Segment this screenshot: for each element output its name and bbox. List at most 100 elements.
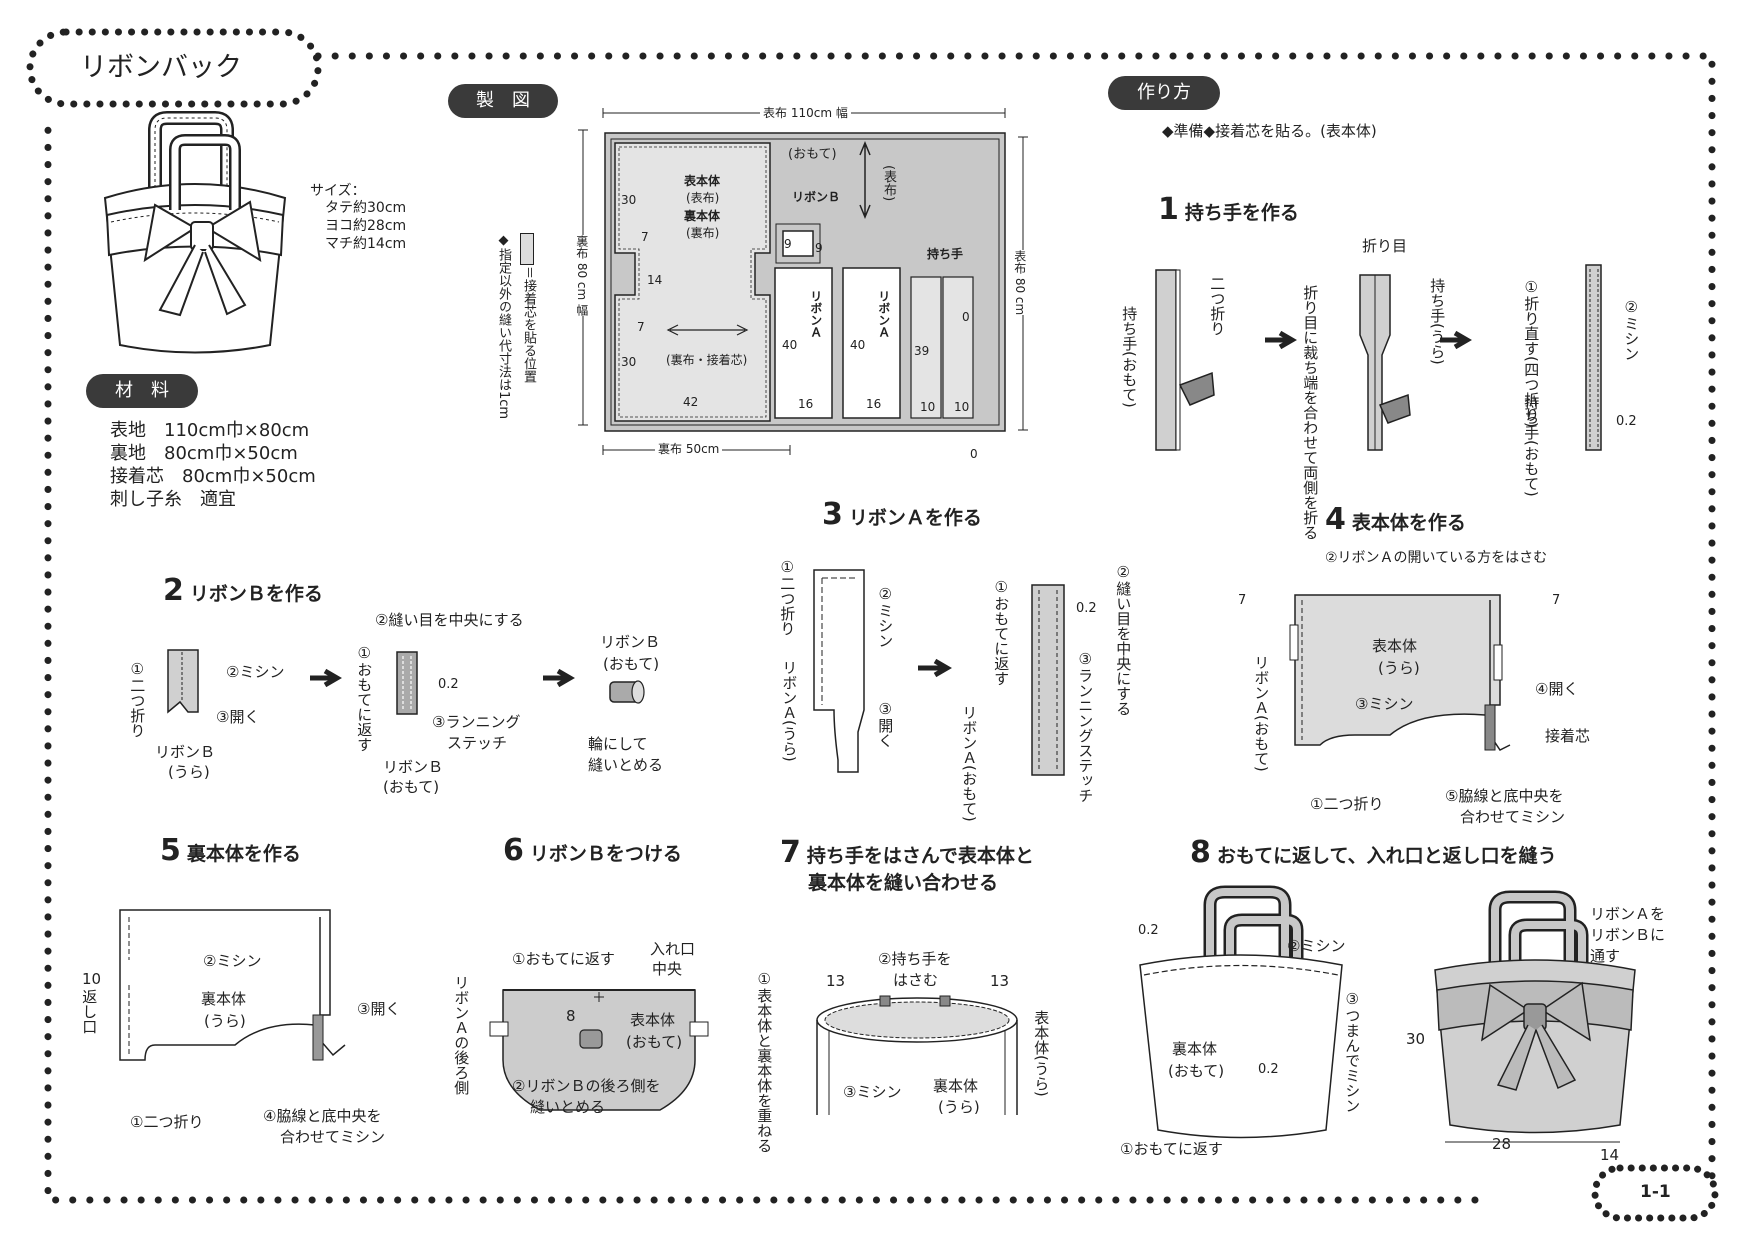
dim-0-top: 0: [962, 310, 970, 324]
step-4-fold-half: ①二つ折り: [1310, 795, 1384, 813]
step-2-front-2: (おもて): [603, 655, 660, 673]
step-1-handle-front-2: 持ち手(おもて): [1522, 395, 1541, 497]
dim-10-left: 10: [920, 400, 936, 414]
body-label-lining: 裏本体: [684, 209, 721, 223]
step-3-margin: 0.2: [1076, 601, 1097, 616]
step-5-sew: 合わせてミシン: [280, 1128, 386, 1146]
dim-9-inner: 9: [815, 241, 823, 255]
step-8-margin-side: 0.2: [1258, 1062, 1279, 1077]
step-3-running-stitch: ③ランニングステッチ: [1076, 650, 1095, 803]
step-7-illustration: [816, 995, 1018, 1115]
step-5-illustration: [119, 909, 346, 1061]
step-8-illustration: [1139, 885, 1636, 1143]
step-8-turn-out: ①おもてに返す: [1120, 1140, 1223, 1158]
step-4-back: (うら): [1378, 659, 1420, 677]
step-8-gusset: 14: [1600, 1146, 1620, 1164]
step-7-stitch: ③ミシン: [843, 1083, 902, 1101]
step-2-turn-out: ①おもてに返す: [355, 644, 374, 752]
step-3-fold-half: ①二つ折り: [778, 558, 797, 636]
step-5-open: ③開く: [357, 1000, 401, 1018]
step-5-fold-half: ①二つ折り: [130, 1113, 204, 1131]
step-2-running-stitch: ステッチ: [447, 734, 508, 752]
pattern-grain: (表布): [880, 165, 896, 202]
legend-fusible: ＝接着芯を貼る位置: [520, 266, 536, 384]
size-gusset: マチ約14cm: [325, 236, 407, 252]
dim-40-a2: 40: [850, 338, 866, 352]
step-1-fold-half: 二つ折り: [1208, 276, 1227, 336]
materials-header: 材 料: [86, 374, 198, 408]
step-6-dim-8: 8: [566, 1007, 576, 1025]
step-6-tack: 縫いとめる: [530, 1098, 606, 1116]
step-4-sew: 合わせてミシン: [1460, 808, 1566, 826]
page-number: 1-1: [1640, 1182, 1671, 1202]
step-8-lining: 裏本体: [1172, 1040, 1218, 1058]
step-1-crease: 折り目: [1362, 237, 1408, 255]
step-4-dim-left: 7: [1238, 593, 1247, 608]
step-2-front: (おもて): [383, 778, 440, 796]
step-6-illustration: [489, 989, 709, 1111]
pattern-lining-height: 裏布 80 cm 幅: [574, 235, 589, 316]
step-4-insert-ribbon: ②リボンＡの開いている方をはさむ: [1325, 550, 1548, 566]
step-3-illustration: [813, 569, 1065, 776]
step-7-title-line2: 裏本体を縫い合わせる: [808, 872, 999, 894]
step-5-stitch: ②ミシン: [203, 952, 262, 970]
step-7-insert-handle: ②持ち手を: [878, 950, 952, 968]
step-1-fold-sides: 折り目に裁ち端を合わせて両側を折る: [1301, 285, 1320, 540]
step-8-pinch-stitch: ③つまんでミシン: [1343, 990, 1362, 1113]
step-4-interfacing: 接着芯: [1545, 727, 1591, 745]
step-5-back: (うら): [204, 1012, 246, 1030]
step-7-insert: はさむ: [893, 971, 939, 989]
step-3-turn-out: ①おもてに返す: [992, 578, 1011, 686]
dim-10-right: 10: [954, 400, 970, 414]
dim-7-top: 7: [641, 230, 649, 244]
step-4-stitch: ③ミシン: [1355, 695, 1414, 713]
step-2-ribbon-b: リボンＢ: [155, 743, 216, 761]
dim-30-bottom: 30: [621, 355, 637, 369]
step-2-running: ③ランニング: [432, 713, 521, 731]
pattern-lining-width: 裏布 50cm: [655, 442, 723, 457]
ribbon-b-label: リボンＢ: [792, 190, 841, 204]
step-4-illustration: [1289, 594, 1511, 751]
step-3-stitch: ②ミシン: [876, 585, 895, 648]
dim-0-bottom: 0: [970, 447, 978, 461]
dim-16-a1: 16: [798, 397, 814, 411]
step-5-lining-body: 裏本体: [201, 990, 247, 1008]
dim-42: 42: [683, 395, 699, 409]
step-6-center: 中央: [652, 960, 683, 978]
dim-40-a1: 40: [782, 338, 798, 352]
step-2-back: (うら): [168, 763, 210, 781]
size-width: ヨコ約28cm: [325, 218, 407, 234]
material-outer: 表地 110cm巾×80cm: [110, 420, 310, 441]
step-7-layer: ①表本体と裏本体を重ねる: [755, 970, 774, 1153]
dim-9-left: 9: [784, 237, 792, 251]
step-4-dim-right: 7: [1552, 593, 1561, 608]
step-1-illustration: [1155, 264, 1602, 451]
step-4-open: ④開く: [1535, 680, 1579, 698]
step-3-open: ③開く: [876, 700, 895, 748]
ribbon-a-label-2: リボンＡ: [876, 290, 891, 338]
step-6-ribbon-a-back: リボンＡの後ろ側: [452, 975, 471, 1095]
dim-30-top: 30: [621, 193, 637, 207]
step-2-loop: 輪にして: [588, 735, 648, 753]
step-2-open: ③開く: [216, 708, 260, 726]
step-8-stitch: ②ミシン: [1287, 937, 1346, 955]
body-label-outer-fabric: (表布): [686, 191, 720, 205]
step-5-return-opening: 返し口: [80, 989, 99, 1034]
dim-16-a2: 16: [866, 397, 882, 411]
dim-39: 39: [914, 344, 930, 358]
step-6-tack-ribbon: ②リボンＢの後ろ側を: [512, 1077, 661, 1095]
step-2-stitch: ②ミシン: [226, 663, 285, 681]
step-4-side-seam: ⑤脇線と底中央を: [1445, 787, 1564, 805]
material-lining: 裏地 80cm巾×50cm: [110, 443, 298, 464]
step-2-ribbon-b-3: リボンＢ: [600, 633, 661, 651]
step-6-opening: 入れ口: [650, 940, 696, 958]
step-1-handle-front: 持ち手(おもて): [1120, 306, 1139, 408]
bag-illustration: [103, 111, 287, 354]
page-title: リボンバック: [80, 52, 242, 83]
